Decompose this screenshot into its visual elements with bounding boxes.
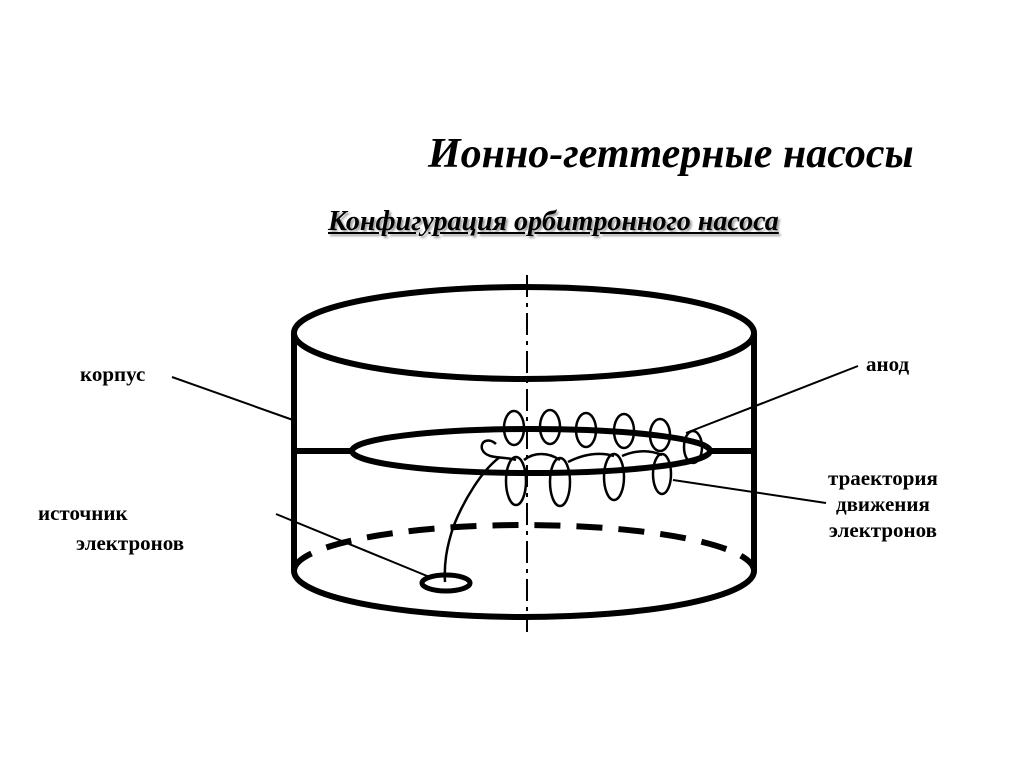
trajectory-loop bbox=[538, 408, 562, 446]
anode-ring bbox=[349, 426, 713, 476]
trajectory-loop bbox=[651, 452, 673, 496]
trajectory-connector bbox=[443, 455, 501, 583]
label-trajectory-line: движения bbox=[835, 492, 930, 516]
slide-subtitle: Конфигурация орбитронного насоса bbox=[328, 206, 779, 237]
label-trajectory-line: электронов bbox=[828, 518, 937, 542]
leader-line-source bbox=[275, 513, 433, 579]
trajectory-connector bbox=[567, 452, 615, 464]
trajectory-loop bbox=[602, 452, 626, 502]
housing-bottom-front bbox=[291, 570, 757, 620]
trajectory-connector bbox=[621, 450, 663, 458]
housing-top-rim bbox=[291, 284, 757, 382]
label-source-line: источник bbox=[38, 501, 128, 525]
label-anode: анод bbox=[866, 352, 910, 376]
trajectory-loop bbox=[612, 412, 636, 450]
electron-source bbox=[419, 572, 473, 594]
trajectory-loop bbox=[574, 411, 598, 449]
trajectory-loop bbox=[548, 456, 572, 508]
trajectory-connector bbox=[480, 439, 517, 462]
label-housing: корпус bbox=[80, 362, 146, 386]
label-source: источник электронов bbox=[38, 498, 184, 558]
leader-line-anode bbox=[685, 365, 859, 434]
trajectory-loop bbox=[502, 409, 526, 447]
label-trajectory: траектория движения электронов bbox=[828, 465, 938, 543]
label-trajectory-line: траектория bbox=[828, 466, 938, 490]
leader-lines bbox=[171, 365, 859, 579]
cylinder-housing bbox=[291, 284, 757, 620]
trajectory-loop bbox=[648, 417, 672, 453]
housing-bottom-back bbox=[291, 522, 757, 572]
trajectory-connector bbox=[523, 452, 561, 462]
leader-line-housing bbox=[171, 376, 294, 421]
trajectory-loop bbox=[504, 455, 528, 507]
label-source-line: электронов bbox=[76, 531, 185, 555]
leader-line-trajectory bbox=[672, 479, 827, 504]
slide-title: Ионно-геттерные насосы bbox=[428, 131, 914, 177]
